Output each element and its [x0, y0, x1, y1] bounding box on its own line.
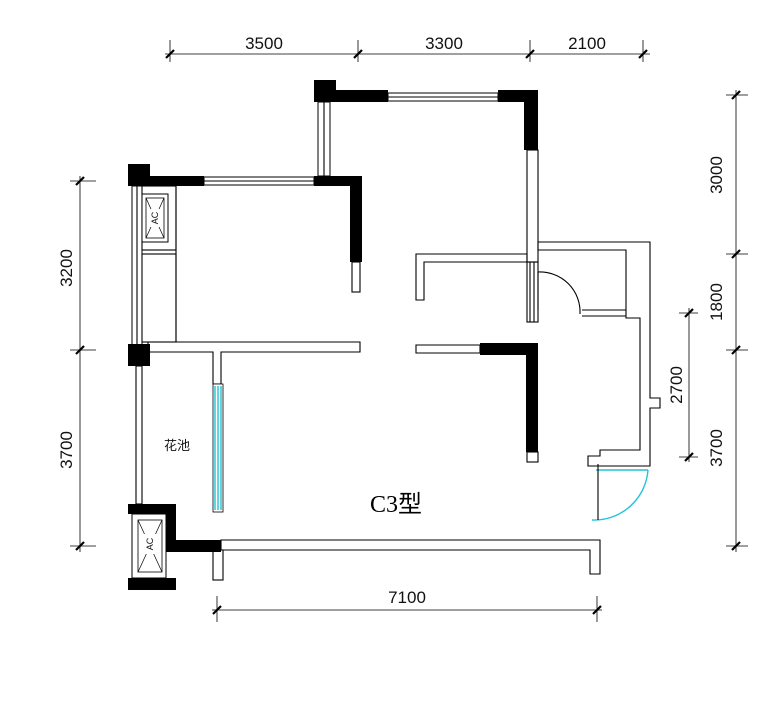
dimension-bottom: 7100	[388, 588, 426, 607]
dimension-right-1: 3000	[707, 156, 726, 194]
solid-walls	[128, 80, 538, 590]
dimension-right-3: 3700	[707, 429, 726, 467]
ac-unit-bottom: AC	[131, 513, 167, 579]
dimension-top-1: 3500	[245, 34, 283, 53]
bottom-dimension-line: 7100	[212, 588, 602, 622]
dimension-top-3: 2100	[568, 34, 606, 53]
right-dimension-line: 3000 1800 3700	[707, 90, 748, 552]
ac-unit-top: AC	[141, 193, 169, 243]
dimension-right-2: 1800	[707, 283, 726, 321]
top-dimension-line: 3500 3300 2100	[165, 34, 650, 62]
ac-label-top: AC	[150, 211, 160, 224]
left-dimension-line: 3200 3700	[57, 176, 96, 552]
ac-label-bottom: AC	[145, 537, 155, 550]
unit-type-label: C3型	[370, 491, 422, 518]
room-label-garden: 花池	[164, 438, 190, 454]
dimension-right-inner: 2700	[667, 366, 686, 404]
inner-right-dimension-line: 2700	[667, 308, 698, 462]
dimension-top-2: 3300	[425, 34, 463, 53]
dimension-left-2: 3700	[57, 431, 76, 469]
glass-sliding-door	[212, 383, 224, 513]
dimension-left-1: 3200	[57, 249, 76, 287]
